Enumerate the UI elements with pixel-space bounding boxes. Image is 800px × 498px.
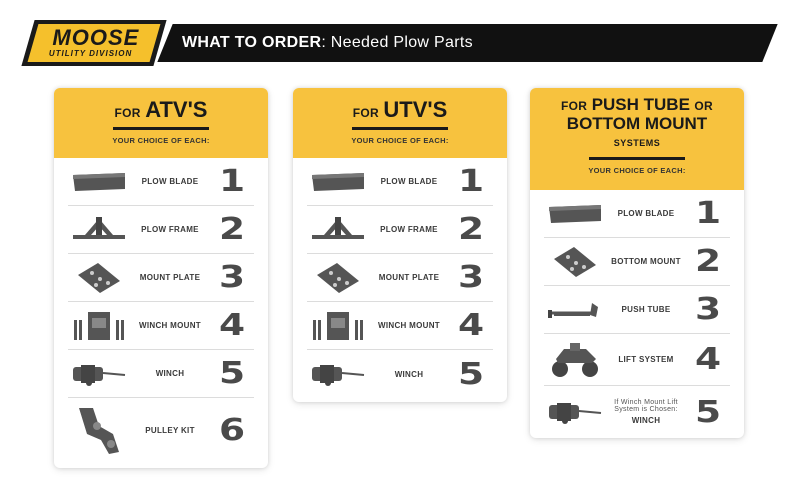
- part-label: WINCH MOUNT: [139, 321, 201, 330]
- logo-main-text: MOOSE: [51, 25, 139, 50]
- part-label: WINCH MOUNT: [378, 321, 440, 330]
- plow-blade-icon: [68, 162, 130, 202]
- card-atv: FOR ATV'S YOUR CHOICE OF EACH: PLOW BLAD…: [54, 88, 268, 468]
- part-label: PLOW BLADE: [617, 209, 675, 218]
- list-item: PLOW BLADE 1: [307, 158, 493, 206]
- list-item: PUSH TUBE 3: [544, 286, 730, 334]
- part-label: WINCH: [394, 369, 424, 379]
- list-item: WINCH 5: [307, 350, 493, 398]
- list-item: WINCH 5: [68, 350, 254, 398]
- plow-blade-icon: [307, 162, 369, 202]
- header: MOOSE UTILITY DIVISION WHAT TO ORDER: Ne…: [10, 18, 780, 68]
- parts-list: PLOW BLADE 1 BOTTOM MOUNT 2 PUSH TUBE 3 …: [530, 190, 744, 438]
- card-utv: FOR UTV'S YOUR CHOICE OF EACH: PLOW BLAD…: [293, 88, 507, 402]
- part-number: 3: [457, 260, 485, 295]
- part-number: 5: [218, 356, 246, 391]
- part-label: PUSH TUBE: [621, 305, 671, 314]
- list-item: WINCH MOUNT 4: [307, 302, 493, 350]
- part-label: BOTTOM MOUNT: [611, 257, 681, 266]
- list-item: BOTTOM MOUNT 2: [544, 238, 730, 286]
- title-divider: [352, 127, 448, 131]
- moose-logo: MOOSE UTILITY DIVISION: [21, 20, 167, 66]
- part-number: 3: [218, 260, 246, 295]
- list-item: MOUNT PLATE 3: [68, 254, 254, 302]
- part-number: 1: [218, 164, 246, 199]
- choice-caption: YOUR CHOICE OF EACH:: [588, 165, 686, 175]
- list-item: If Winch Mount Lift System is Chosen: WI…: [544, 386, 730, 438]
- winch-icon: [307, 354, 369, 394]
- card-title-line-2: BOTTOM MOUNT: [566, 113, 708, 133]
- list-item: WINCH MOUNT 4: [68, 302, 254, 350]
- part-number: 2: [694, 244, 722, 279]
- choice-caption: YOUR CHOICE OF EACH:: [351, 136, 449, 146]
- part-label: LIFT SYSTEM: [618, 355, 674, 364]
- title-divider: [113, 127, 209, 131]
- page-title-rest: : Needed Plow Parts: [321, 34, 473, 51]
- part-label-text: WINCH: [631, 416, 661, 425]
- parts-list: PLOW BLADE 1 PLOW FRAME 2 MOUNT PLATE 3 …: [54, 158, 268, 462]
- part-label: MOUNT PLATE: [378, 273, 440, 282]
- list-item: PLOW BLADE 1: [68, 158, 254, 206]
- part-number: 4: [694, 342, 722, 377]
- part-number: 1: [694, 196, 722, 231]
- winch-mount-icon: [307, 306, 369, 346]
- part-number: 2: [457, 212, 485, 247]
- part-label: MOUNT PLATE: [139, 273, 201, 282]
- part-number: 1: [457, 164, 485, 199]
- bottom-mount-icon: [544, 242, 606, 282]
- lift-system-icon: [544, 340, 606, 380]
- part-label: If Winch Mount Lift System is Chosen: WI…: [606, 399, 686, 425]
- winch-icon: [68, 354, 130, 394]
- part-label: PLOW BLADE: [141, 177, 199, 186]
- part-number: 4: [457, 308, 485, 343]
- part-number: 3: [694, 292, 722, 327]
- plow-blade-icon: [544, 194, 606, 234]
- list-item: PULLEY KIT 6: [68, 398, 254, 462]
- title-divider: [589, 156, 685, 160]
- part-note: If Winch Mount Lift System is Chosen:: [614, 399, 678, 413]
- plow-frame-icon: [307, 210, 369, 250]
- part-label: PLOW BLADE: [380, 177, 438, 186]
- winch-mount-icon: [68, 306, 130, 346]
- mount-plate-icon: [68, 258, 130, 298]
- mount-plate-icon: [307, 258, 369, 298]
- list-item: MOUNT PLATE 3: [307, 254, 493, 302]
- part-number: 2: [218, 212, 246, 247]
- card-title-line-3: SYSTEMS: [613, 138, 661, 149]
- card-title: FOR ATV'S: [114, 97, 208, 122]
- card-title: FOR UTV'S: [352, 97, 448, 122]
- page-title: WHAT TO ORDER: Needed Plow Parts: [182, 24, 473, 62]
- part-number: 6: [218, 412, 246, 448]
- part-label: PLOW FRAME: [380, 225, 438, 234]
- part-label: PLOW FRAME: [141, 225, 199, 234]
- card-header: FOR PUSH TUBE OR BOTTOM MOUNT SYSTEMS YO…: [530, 88, 744, 190]
- pulley-kit-icon: [68, 402, 130, 458]
- list-item: PLOW FRAME 2: [307, 206, 493, 254]
- list-item: PLOW BLADE 1: [544, 190, 730, 238]
- parts-list: PLOW BLADE 1 PLOW FRAME 2 MOUNT PLATE 3 …: [293, 158, 507, 398]
- part-label: WINCH: [155, 369, 185, 378]
- card-header: FOR ATV'S YOUR CHOICE OF EACH:: [54, 88, 268, 158]
- part-number: 4: [218, 308, 246, 343]
- card-push-tube: FOR PUSH TUBE OR BOTTOM MOUNT SYSTEMS YO…: [530, 88, 744, 438]
- push-tube-icon: [544, 290, 606, 330]
- page-title-bold: WHAT TO ORDER: [182, 34, 322, 51]
- part-number: 5: [694, 394, 722, 430]
- card-header: FOR UTV'S YOUR CHOICE OF EACH:: [293, 88, 507, 158]
- list-item: LIFT SYSTEM 4: [544, 334, 730, 386]
- choice-caption: YOUR CHOICE OF EACH:: [112, 136, 210, 146]
- card-title-line-1: FOR PUSH TUBE OR: [561, 95, 713, 114]
- list-item: PLOW FRAME 2: [68, 206, 254, 254]
- part-number: 5: [457, 356, 485, 392]
- winch-icon: [544, 392, 606, 432]
- logo-sub-text: UTILITY DIVISION: [49, 49, 133, 58]
- plow-frame-icon: [68, 210, 130, 250]
- part-label: PULLEY KIT: [145, 425, 195, 435]
